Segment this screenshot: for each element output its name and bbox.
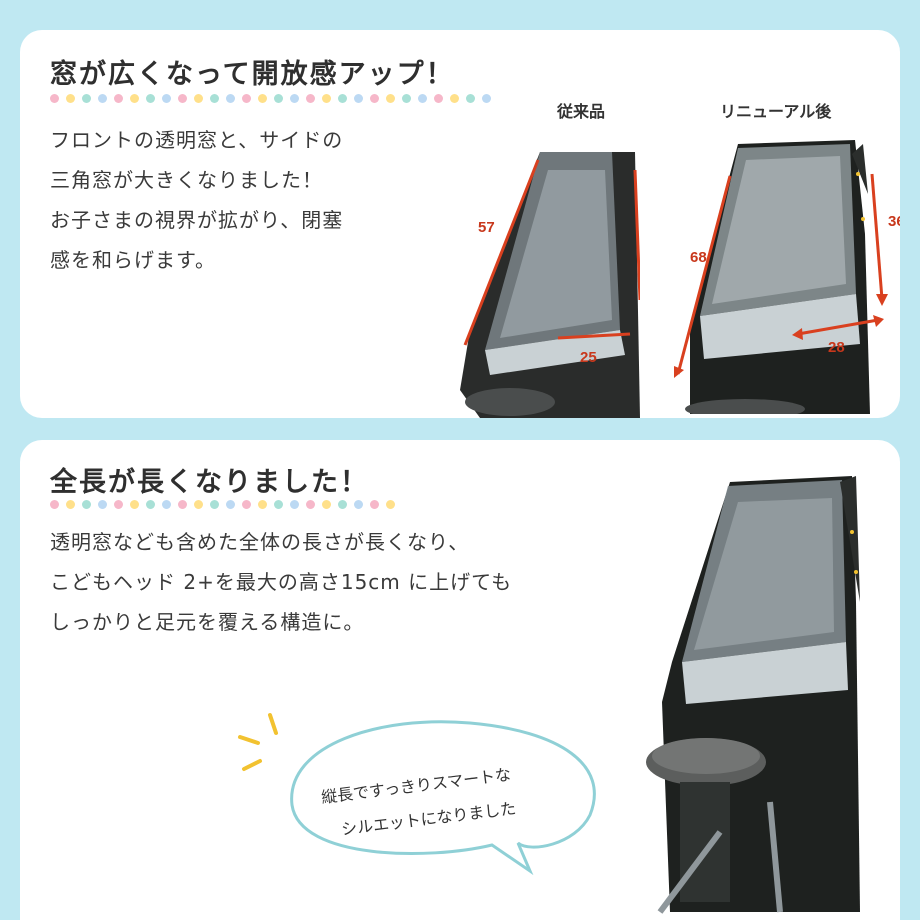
old-width-value: 25 — [580, 349, 597, 366]
product-photo — [646, 476, 860, 914]
section-body-window: フロントの透明窓と、サイドの 三角窓が大きくなりました！ お子さまの視界が拡がり… — [50, 120, 440, 280]
body-line: 三角窓が大きくなりました！ — [50, 168, 323, 192]
new-width-value: 28 — [828, 339, 845, 356]
new-height-value: 68 — [690, 249, 707, 266]
body-line: お子さまの視界が拡がり、閉塞 — [50, 208, 344, 232]
old-cover-image: 57 31 25 — [440, 140, 640, 418]
section-length-card: 全長が長くなりました！ 透明窓なども含めた全体の長さが長くなり、 こどもヘッド … — [20, 440, 900, 920]
body-line: 透明窓なども含めた全体の長さが長くなり、 — [50, 530, 470, 554]
new-cover-image: 68 36 28 — [674, 140, 900, 414]
section-heading-window: 窓が広くなって開放感アップ！ — [50, 59, 455, 90]
section-window-card: 窓が広くなって開放感アップ！ フロントの透明窓と、サイドの 三角窓が大きくなりま… — [20, 30, 900, 418]
speech-bubble: 縦長ですっきりスマートな シルエットになりました — [238, 713, 596, 876]
section-heading-length: 全長が長くなりました！ — [50, 467, 369, 498]
body-line: フロントの透明窓と、サイドの — [50, 128, 344, 152]
body-line: こどもヘッド 2+を最大の高さ15cm に上げても — [50, 570, 513, 594]
new-side-value: 36 — [888, 213, 900, 230]
section-body-length: 透明窓なども含めた全体の長さが長くなり、 こどもヘッド 2+を最大の高さ15cm… — [50, 522, 650, 642]
label-old-model: 従来品 — [557, 102, 606, 121]
body-line: しっかりと足元を覆える構造に。 — [50, 610, 365, 634]
label-new-model: リニューアル後 — [720, 102, 832, 121]
old-height-value: 57 — [478, 219, 495, 236]
body-line: 感を和らげます。 — [50, 248, 216, 272]
